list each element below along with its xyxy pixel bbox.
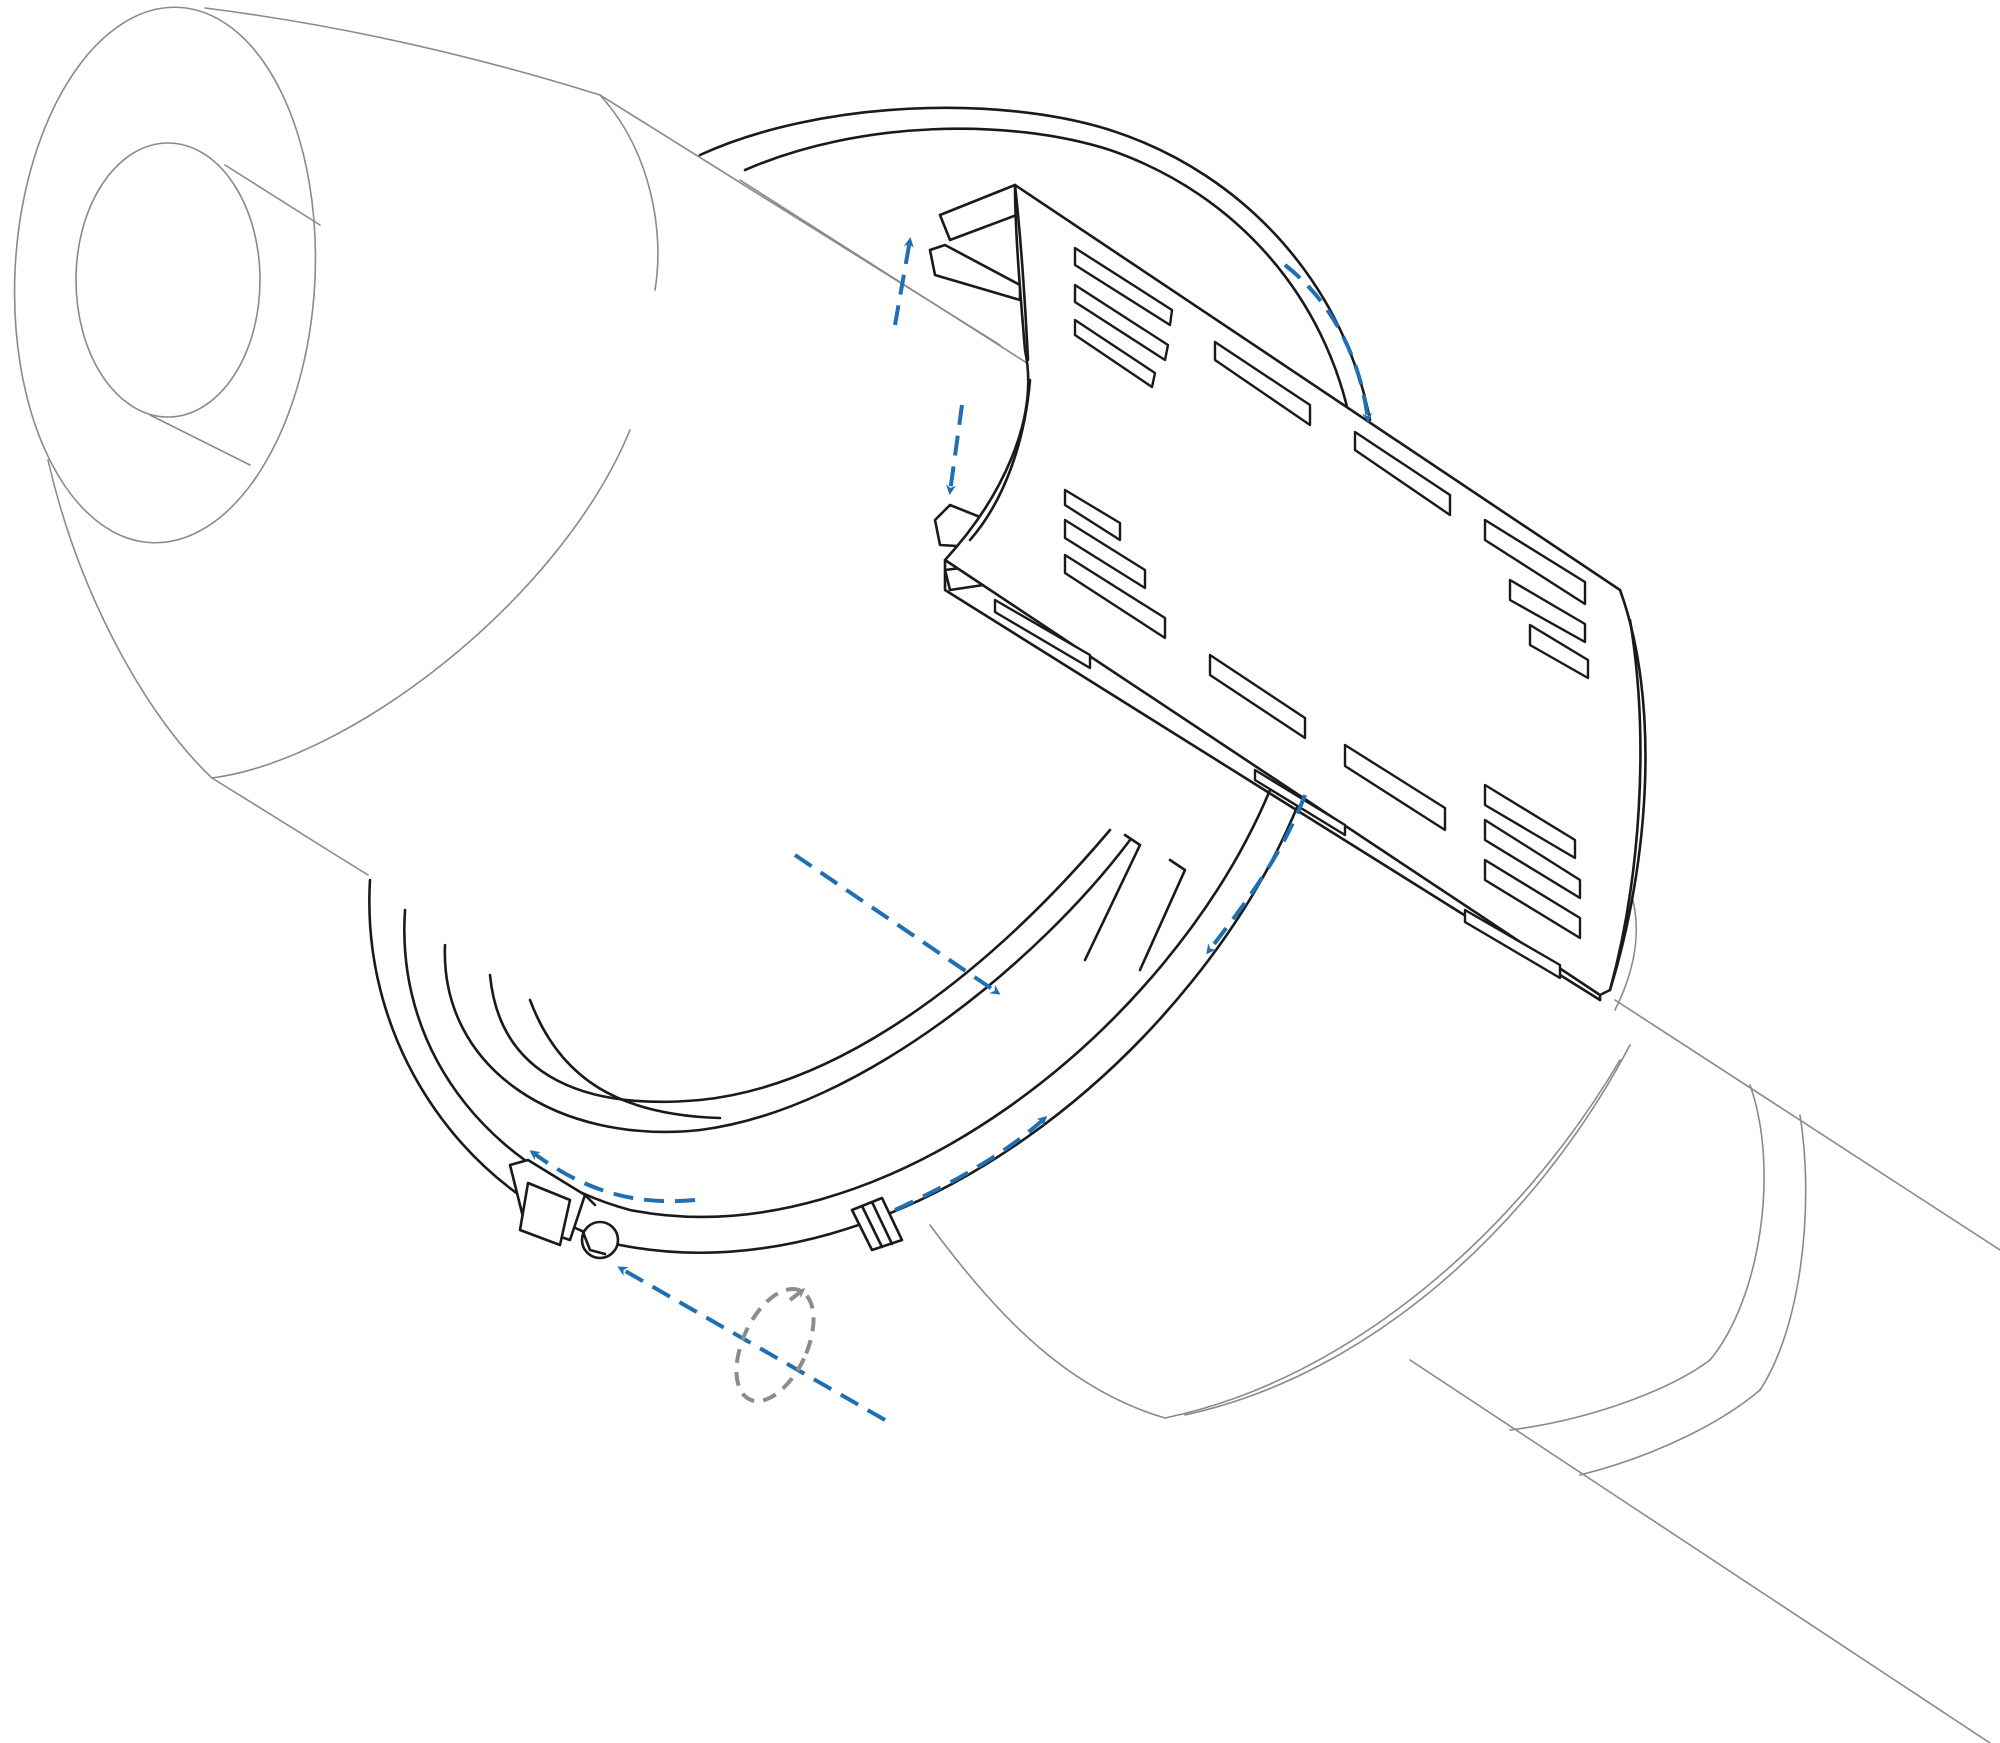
motion-arrows [529,237,1373,1422]
band-insert-arrow [793,853,1001,995]
worm-screw-housing [508,1158,620,1260]
slotted-mounting-plate [928,183,1647,1002]
band-tighten-arrow [894,1115,1048,1212]
band-tip-marker [850,1196,904,1252]
plate-slots [993,246,1590,980]
hose-clamp-band [368,106,1372,1254]
screw-drive-arrow [617,1266,886,1422]
plate-lower-arrow [946,404,964,495]
plate-lift-arrow [893,237,914,326]
band-wrap-top-arrow [1283,263,1373,423]
band-wrap-right-arrow [1206,794,1307,955]
screw-rotation-indicator [734,1286,816,1404]
band-feed-left-arrow [529,1150,696,1204]
